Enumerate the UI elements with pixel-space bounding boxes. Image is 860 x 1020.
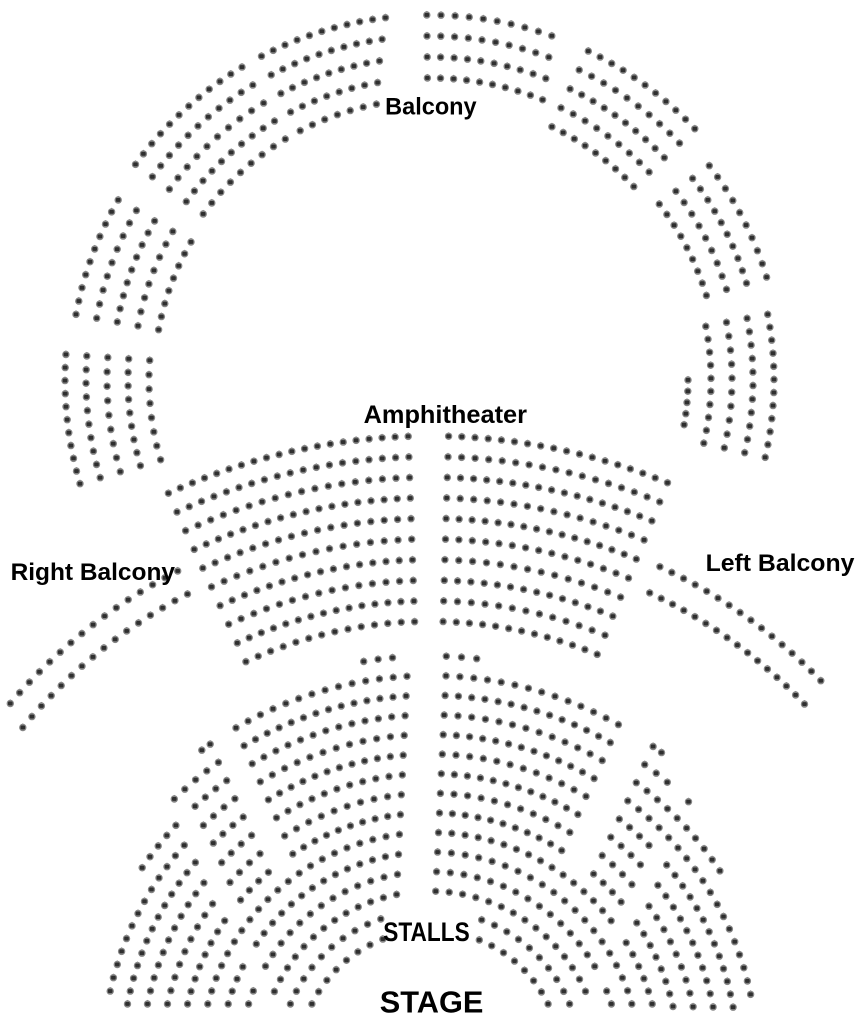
svg-text:Right Balcony: Right Balcony [11, 559, 176, 586]
svg-text:Balcony: Balcony [385, 93, 477, 120]
svg-text:STALLS: STALLS [383, 917, 469, 947]
svg-text:Amphitheater: Amphitheater [364, 402, 528, 429]
svg-text:STAGE: STAGE [380, 985, 484, 1020]
svg-text:Left Balcony: Left Balcony [706, 550, 855, 577]
